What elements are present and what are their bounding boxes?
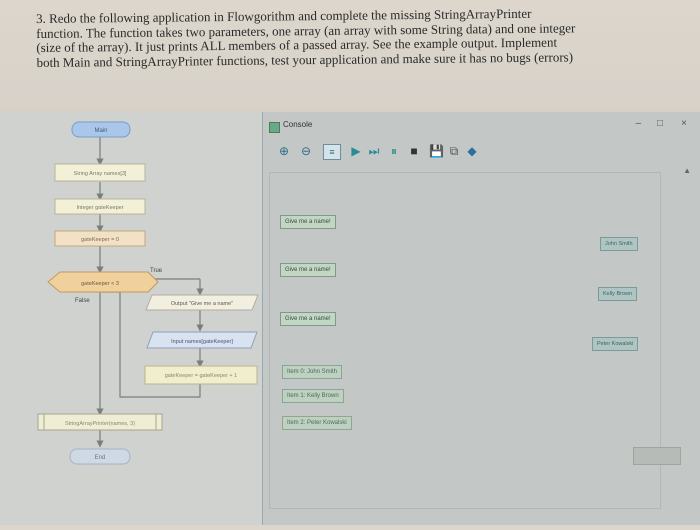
zoom-out-icon[interactable]: ⊖ [300,144,312,158]
assign-label: gateKeeper = 0 [81,237,119,243]
console-icon [269,122,280,133]
end-label: End [95,455,106,461]
call-label: StringArrayPrinter(names, 3) [65,421,135,427]
console-output-area: Give me a name! Give me a name! Give me … [269,172,661,509]
loop-condition-label: gateKeeper < 3 [81,281,119,287]
save-icon[interactable]: 💾 [429,144,444,158]
layout-icon[interactable]: ≡ [323,144,341,160]
question-text: 3. Redo the following application in Flo… [36,5,677,70]
flowchart-panel: Main String Array names[3] Integer gateK… [0,112,262,525]
output-line: Item 0: John Smith [282,365,343,379]
end-node[interactable] [69,448,131,465]
user-reply: John Smith [600,237,638,251]
declare-array-node[interactable] [54,163,146,182]
copy-icon[interactable]: ⧉ [449,144,459,158]
console-toolbar: ⊕ ⊖ ≡ ▶ ⏭ ⏸ ■ 💾 ⧉ ◆ [273,142,533,164]
prompt-message: Give me a name! [280,263,336,277]
prompt-message: Give me a name! [280,312,336,326]
input-node[interactable] [146,331,258,349]
declare-int-label: Integer gateKeeper [76,205,123,211]
minimize-button[interactable]: – [635,118,641,129]
maximize-button[interactable]: □ [656,118,663,129]
flowchart: Main String Array names[3] Integer gateK… [37,121,259,465]
true-label: True [150,268,163,274]
zoom-in-icon[interactable]: ⊕ [278,144,290,158]
pause-icon[interactable]: ⏸ [390,144,397,158]
declare-int-node[interactable] [54,198,146,215]
prompt-message: Give me a name! [280,215,336,229]
assign-node[interactable] [54,230,146,247]
output-node[interactable] [145,294,259,311]
user-reply: Kelly Brown [598,287,638,301]
increment-label: gateKeeper = gateKeeper + 1 [165,373,237,379]
output-line: Item 1: Kelly Brown [282,389,344,403]
diamond-icon[interactable]: ◆ [467,144,477,158]
output-label: Output "Give me a name" [171,301,233,307]
console-window: Console – □ × ⊕ ⊖ ≡ ▶ ⏭ ⏸ ■ 💾 ⧉ ◆ ▲ Give… [262,112,700,525]
increment-node[interactable] [144,365,258,385]
step-icon[interactable]: ⏭ [368,144,380,158]
close-button[interactable]: × [681,118,687,129]
false-label: False [75,298,90,304]
user-reply: Peter Kowalski [592,337,639,351]
console-titlebar[interactable]: Console – □ × [263,118,700,138]
console-title: Console [283,120,313,129]
console-input-button[interactable] [633,447,681,465]
input-label: Input names[gateKeeper] [171,339,233,345]
start-node[interactable] [71,121,131,138]
loop-condition-node[interactable] [47,271,159,293]
start-label: Main [94,128,107,134]
output-line: Item 2: Peter Kowalski [282,416,352,430]
call-node[interactable] [37,413,163,431]
run-icon[interactable]: ▶ [351,144,361,158]
stop-icon[interactable]: ■ [410,144,418,158]
declare-array-label: String Array names[3] [74,171,127,177]
scroll-up-icon[interactable]: ▲ [683,166,691,175]
